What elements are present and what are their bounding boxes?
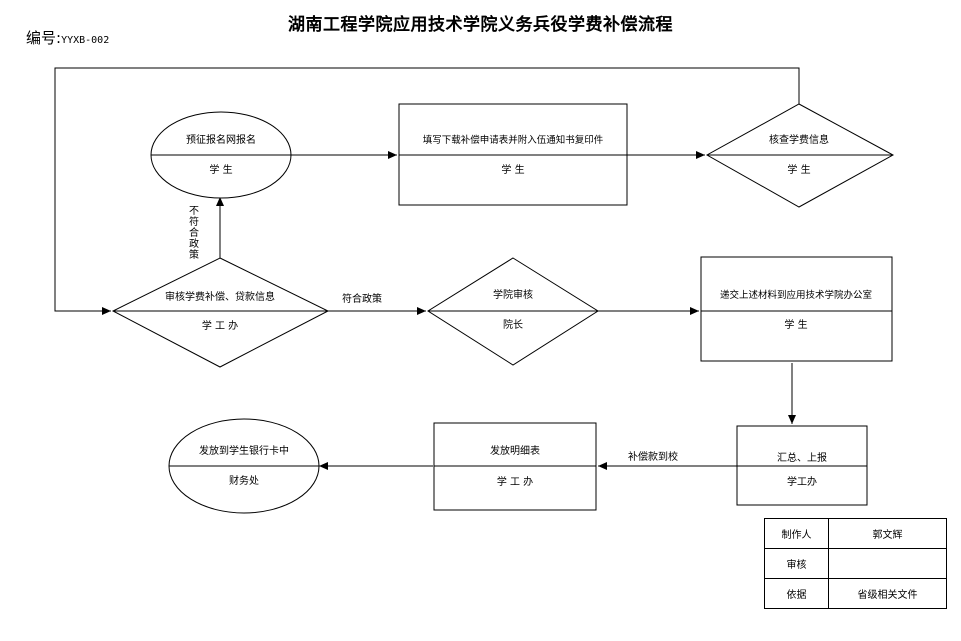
- node-fill-application-actor: 学 生: [501, 163, 524, 176]
- node-verify-tuition-actor: 学 生: [787, 163, 810, 176]
- node-pay-to-bank-card-task: 发放到学生银行卡中: [199, 444, 289, 457]
- node-online-registration-task: 预征报名网报名: [186, 133, 256, 146]
- node-college-review: 学院审核 院长: [427, 257, 599, 366]
- edge-label-reject-char: 策: [189, 248, 199, 261]
- node-review-compensation-task: 审核学费补偿、贷款信息: [165, 290, 275, 303]
- node-submit-materials-actor: 学 生: [784, 318, 807, 331]
- edge-label-reject-char: 符: [189, 215, 199, 228]
- document-number: 编号:YYXB-002: [26, 27, 109, 48]
- node-submit-materials-task: 递交上述材料到应用技术学院办公室: [720, 289, 872, 301]
- node-college-review-task: 学院审核: [493, 288, 533, 301]
- document-number-code: YYXB-002: [61, 35, 110, 46]
- node-submit-materials: 递交上述材料到应用技术学院办公室 学 生: [700, 256, 893, 362]
- connectors: [54, 67, 800, 470]
- node-verify-tuition: 核查学费信息 学 生: [705, 103, 895, 208]
- edge-label-reject-char: 合: [189, 226, 199, 239]
- node-online-registration-actor: 学 生: [209, 163, 232, 176]
- node-distribution-list: 发放明细表 学 工 办: [433, 422, 597, 511]
- edge-label-approve: 符合政策: [342, 292, 382, 305]
- node-distribution-list-task: 发放明细表: [490, 444, 540, 457]
- node-review-compensation-actor: 学 工 办: [202, 319, 238, 332]
- edge-n3-n4: [54, 67, 800, 315]
- table-row: 审核: [764, 548, 947, 579]
- node-verify-tuition-task: 核查学费信息: [769, 133, 829, 146]
- node-distribution-list-actor: 学 工 办: [497, 475, 533, 488]
- info-value-author: 郭文辉: [828, 518, 947, 549]
- table-row: 依据 省级相关文件: [764, 578, 947, 609]
- info-label-reviewer: 审核: [764, 548, 829, 579]
- table-row: 制作人 郭文辉: [764, 518, 947, 549]
- node-college-review-actor: 院长: [503, 318, 523, 331]
- info-label-author: 制作人: [764, 518, 829, 549]
- node-online-registration: 预征报名网报名 学 生: [150, 111, 292, 199]
- node-summarize-report-actor: 学工办: [787, 475, 817, 488]
- info-label-basis: 依据: [764, 578, 829, 609]
- node-summarize-report-task: 汇总、上报: [777, 451, 827, 464]
- document-number-label: 编号:: [26, 29, 62, 47]
- node-summarize-report: 汇总、上报 学工办: [736, 425, 868, 506]
- node-fill-application-task: 填写下载补偿申请表并附入伍通知书复印件: [423, 134, 604, 146]
- node-pay-to-bank-card-actor: 财务处: [229, 474, 259, 487]
- node-review-compensation: 审核学费补偿、贷款信息 学 工 办: [111, 257, 330, 368]
- edge-label-reject-char: 不: [189, 206, 199, 217]
- node-fill-application: 填写下载补偿申请表并附入伍通知书复印件 学 生: [398, 103, 628, 206]
- edge-label-funds: 补偿款到校: [628, 450, 678, 463]
- info-value-basis: 省级相关文件: [828, 578, 947, 609]
- edge-label-reject-char: 政: [189, 237, 199, 250]
- edge-label-reject: 不 符 合 政 策: [189, 206, 199, 261]
- page-title: 湖南工程学院应用技术学院义务兵役学费补偿流程: [288, 15, 673, 35]
- info-value-reviewer: [828, 548, 947, 579]
- document-info-table: 制作人 郭文辉 审核 依据 省级相关文件: [764, 518, 947, 609]
- node-pay-to-bank-card: 发放到学生银行卡中 财务处: [168, 418, 320, 514]
